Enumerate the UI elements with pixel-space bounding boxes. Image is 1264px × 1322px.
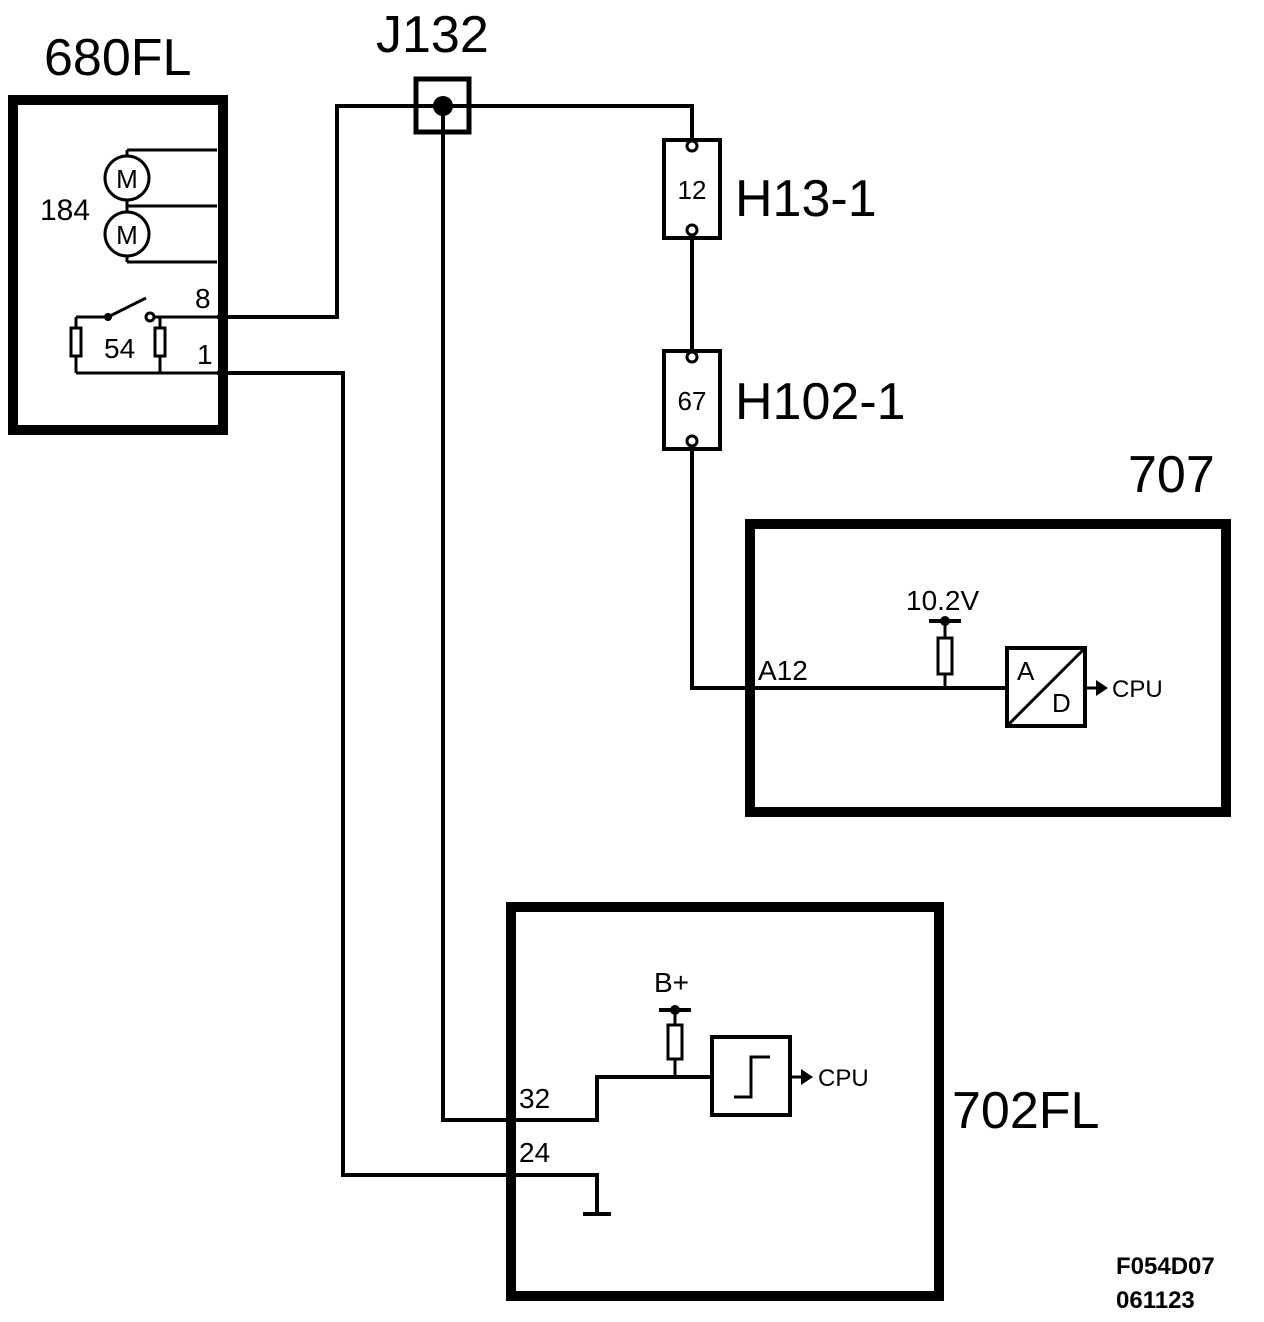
- supply-b-plus: B+: [654, 967, 689, 998]
- box-707: [745, 519, 1231, 817]
- pin-24: 24: [519, 1137, 550, 1168]
- cpu-702fl: CPU: [818, 1065, 869, 1092]
- connector-h13: [662, 138, 722, 240]
- pullup-resistor-icon: [666, 1023, 684, 1061]
- pin-12: 12: [678, 175, 707, 205]
- label-707: 707: [1128, 446, 1215, 504]
- wire-h102-to-a12: [690, 447, 1007, 690]
- supply-10-2v: 10.2V: [906, 585, 979, 616]
- label-j132: J132: [376, 6, 489, 64]
- component-h13: 12 H13-1: [662, 138, 877, 240]
- wires: [217, 104, 1007, 1216]
- splice-node-icon: [433, 96, 453, 116]
- switch-ref: 54: [104, 333, 135, 364]
- motor-symbol-lower: M: [116, 220, 138, 250]
- pin-32: 32: [519, 1083, 550, 1114]
- motor-symbols: M M 184: [40, 148, 217, 264]
- cpu-707: CPU: [1112, 676, 1163, 703]
- component-707: 707 A12 10.2V A D CPU: [745, 446, 1231, 817]
- wire-pin8-to-h13: [217, 104, 694, 319]
- component-h102: 67 H102-1: [662, 349, 906, 451]
- motor-ref: 184: [40, 194, 90, 227]
- figure-date: 061123: [1116, 1287, 1195, 1314]
- label-h13: H13-1: [735, 170, 877, 228]
- motor-symbol-upper: M: [116, 164, 138, 194]
- pin-1: 1: [197, 339, 213, 370]
- pin-67: 67: [678, 386, 707, 416]
- adc-d: D: [1052, 688, 1071, 718]
- splice-box: [413, 76, 472, 135]
- resistor-icon: [69, 326, 83, 358]
- component-680fl: 680FL M M 184: [8, 29, 228, 435]
- box-680fl: [8, 95, 228, 435]
- label-680fl: 680FL: [44, 29, 191, 87]
- adc-a: A: [1017, 656, 1035, 686]
- pin-a12: A12: [758, 655, 808, 686]
- wire-j132-to-pin32: [441, 106, 712, 1122]
- component-j132: J132: [376, 6, 489, 135]
- pullup-resistor-icon: [936, 636, 954, 676]
- label-h102: H102-1: [735, 373, 906, 431]
- component-702fl: 702FL 32 24 B+ CPU: [506, 902, 1099, 1301]
- switch-54: 54: [69, 296, 217, 375]
- figure-code: F054D07: [1116, 1253, 1215, 1280]
- resistor-icon: [153, 326, 167, 358]
- box-702fl: [506, 902, 944, 1301]
- pin-8: 8: [195, 283, 211, 314]
- label-702fl: 702FL: [952, 1082, 1099, 1140]
- arrow-icon: [801, 1069, 813, 1085]
- step-icon: [734, 1055, 770, 1099]
- wire-pin1-to-pin24: [217, 371, 599, 1212]
- arrow-icon: [1096, 680, 1108, 696]
- connector-h102: [662, 349, 722, 451]
